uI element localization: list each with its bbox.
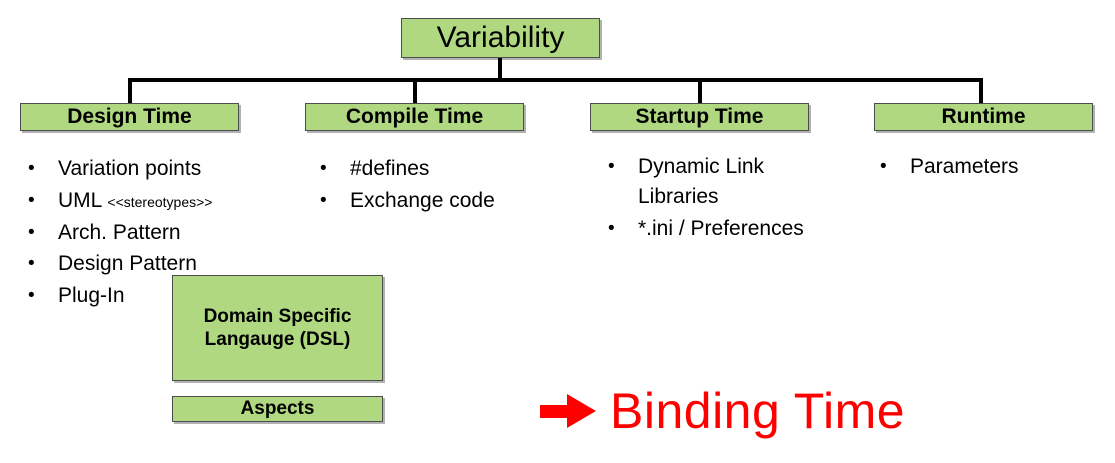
list-item: • #defines: [320, 154, 550, 184]
bullet-icon: •: [28, 285, 35, 307]
bullet-list-design-time: • Variation points • UML <<stereotypes>>…: [28, 154, 298, 313]
bullet-icon: •: [320, 158, 327, 179]
list-item: • UML <<stereotypes>>: [28, 186, 298, 216]
node-compile-time[interactable]: Compile Time: [305, 103, 524, 131]
node-variability-label: Variability: [436, 21, 565, 54]
connector-root-stem: [498, 58, 502, 80]
node-startup-time[interactable]: Startup Time: [590, 103, 809, 131]
bullet-icon: •: [320, 189, 327, 211]
list-item-label: Variation points: [58, 157, 202, 180]
node-variability[interactable]: Variability: [401, 18, 600, 58]
right-arrow-icon: [540, 391, 596, 431]
bullet-list-compile-time: • #defines • Exchange code: [320, 154, 550, 218]
list-item-label: Plug-In: [58, 284, 125, 308]
list-item: • Arch. Pattern: [28, 218, 298, 248]
bullet-icon: •: [28, 221, 35, 243]
bullet-icon: •: [608, 217, 615, 239]
callout-binding-time-label: Binding Time: [610, 383, 906, 439]
bullet-icon: •: [880, 156, 887, 177]
list-item-label: #defines: [350, 157, 430, 180]
node-design-time[interactable]: Design Time: [20, 103, 239, 131]
list-item-label: Arch. Pattern: [58, 220, 181, 244]
connector-horizontal-bus: [128, 78, 983, 82]
list-item: • Variation points: [28, 154, 298, 184]
list-item-label: Parameters: [910, 155, 1019, 178]
bullet-list-startup-time: • Dynamic Link Libraries • *.ini / Prefe…: [608, 152, 858, 245]
connector-drop-startup-time: [698, 78, 702, 103]
list-item: • Exchange code: [320, 186, 550, 216]
list-item-stereotype: <<stereotypes>>: [107, 193, 213, 210]
list-item: • Plug-In: [28, 281, 298, 311]
node-runtime[interactable]: Runtime: [874, 103, 1093, 131]
node-domain-specific-language[interactable]: Domain Specific Langauge (DSL): [172, 275, 383, 381]
bullet-icon: •: [28, 189, 35, 211]
list-item-text: UML: [58, 188, 108, 212]
list-item-label: *.ini / Preferences: [638, 216, 804, 240]
list-item-label: Dynamic Link Libraries: [638, 155, 765, 208]
list-item-label: Design Pattern: [58, 252, 197, 276]
node-aspects[interactable]: Aspects: [172, 396, 383, 422]
connector-drop-compile-time: [413, 78, 417, 103]
list-item: • Parameters: [880, 152, 1100, 182]
list-item: • Design Pattern: [28, 249, 298, 279]
list-item-label: UML <<stereotypes>>: [58, 186, 298, 216]
list-item: • *.ini / Preferences: [608, 214, 858, 244]
bullet-icon: •: [608, 156, 615, 177]
node-design-time-label: Design Time: [67, 105, 192, 128]
bullet-icon: •: [28, 158, 35, 179]
node-compile-time-label: Compile Time: [345, 105, 484, 128]
list-item: • Dynamic Link Libraries: [608, 152, 858, 212]
node-runtime-label: Runtime: [941, 105, 1026, 128]
list-item-label: Exchange code: [350, 188, 495, 212]
connector-drop-design-time: [128, 78, 132, 103]
node-domain-specific-language-label: Domain Specific Langauge (DSL): [203, 305, 352, 350]
node-aspects-label: Aspects: [240, 398, 315, 420]
callout-binding-time: Binding Time: [540, 382, 905, 440]
bullet-icon: •: [28, 253, 35, 275]
bullet-list-runtime: • Parameters: [880, 152, 1100, 184]
connector-drop-runtime: [979, 78, 983, 103]
node-startup-time-label: Startup Time: [635, 105, 764, 128]
